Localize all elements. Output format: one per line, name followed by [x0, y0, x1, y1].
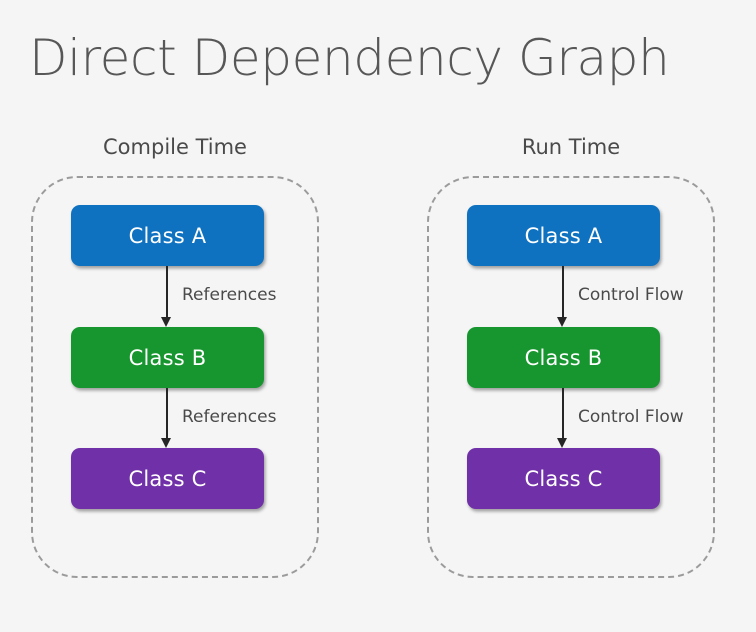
edge-label-control-flow-a-b: Control Flow	[578, 285, 684, 305]
node-label: Class B	[524, 345, 603, 370]
node-class-c-run-time[interactable]: Class C	[467, 448, 660, 509]
node-label: Class A	[524, 223, 603, 248]
node-label: Class C	[524, 466, 603, 491]
node-class-c-compile-time[interactable]: Class C	[71, 448, 264, 509]
node-label: Class B	[128, 345, 207, 370]
edge-label-references-a-b: References	[182, 285, 277, 305]
panel-heading-run-time: Run Time	[521, 135, 621, 159]
page-title: Direct Dependency Graph	[29, 29, 670, 87]
node-label: Class A	[128, 223, 207, 248]
edge-label-references-b-c: References	[182, 407, 277, 427]
edge-label-control-flow-b-c: Control Flow	[578, 407, 684, 427]
node-class-b-compile-time[interactable]: Class B	[71, 327, 264, 388]
node-class-a-run-time[interactable]: Class A	[467, 205, 660, 266]
panel-heading-compile-time: Compile Time	[103, 135, 247, 159]
node-class-a-compile-time[interactable]: Class A	[71, 205, 264, 266]
group-container-run-time	[427, 176, 715, 578]
node-label: Class C	[128, 466, 207, 491]
node-class-b-run-time[interactable]: Class B	[467, 327, 660, 388]
group-container-compile-time	[31, 176, 319, 578]
